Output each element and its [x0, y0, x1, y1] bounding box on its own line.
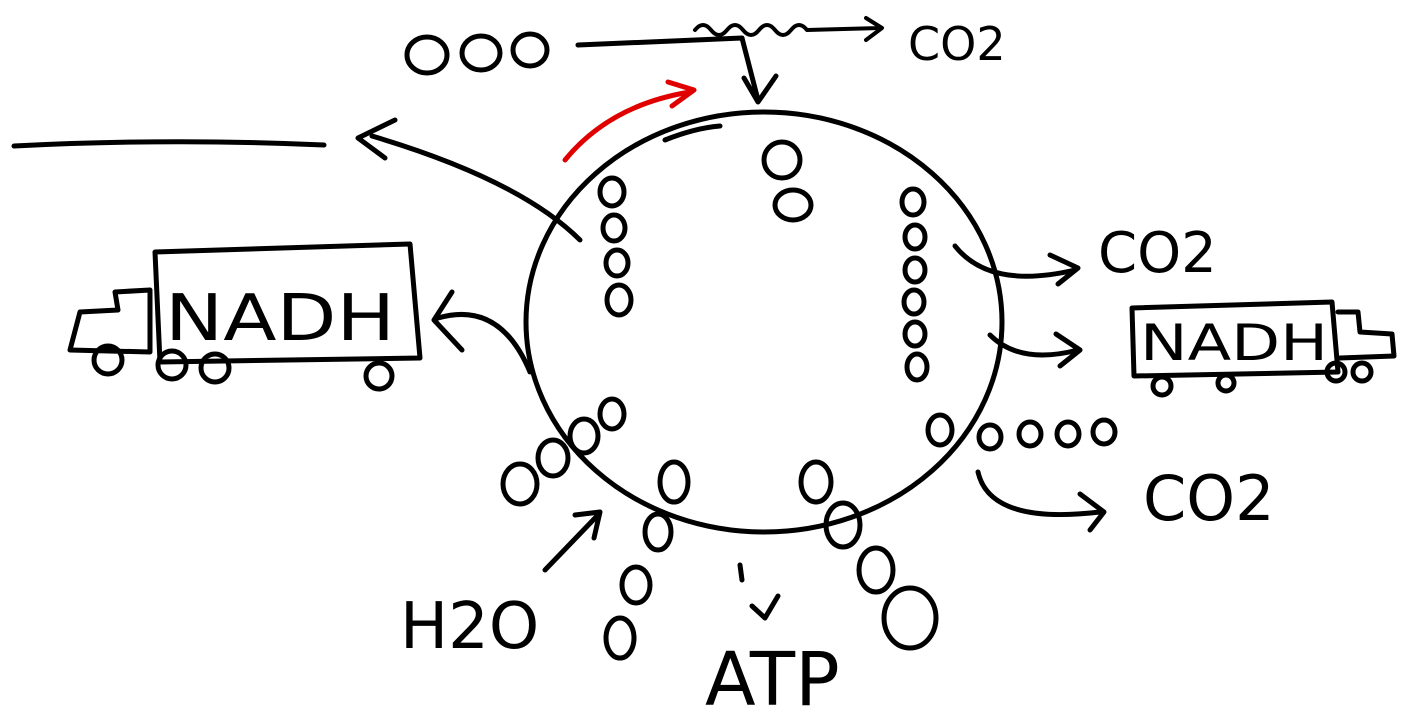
atp-label: ATP	[705, 637, 840, 723]
blank-answer-line	[11, 139, 327, 149]
arrow-to-co2-right-lower	[975, 469, 1107, 533]
left-four-carbon-chain	[597, 175, 634, 318]
co2-right-lower-label: CO2	[1143, 462, 1275, 535]
bottom-left-carbons	[500, 396, 627, 507]
co2-right-upper-label: CO2	[1098, 221, 1217, 286]
circle-top-arrow	[662, 123, 723, 143]
nadh-left-label: NADH	[165, 282, 395, 356]
bottom-right-carbons	[798, 459, 939, 651]
arrow-to-nadh-left	[431, 289, 533, 375]
arrow-to-blank	[355, 117, 583, 243]
truck-left-icon	[67, 241, 423, 392]
arrow-to-co2-right-upper	[952, 243, 1081, 287]
right-six-carbon-chain	[899, 186, 930, 383]
cycle-circle	[523, 109, 1005, 535]
co2-top-label: CO2	[908, 17, 1006, 71]
h2o-label: H2O	[400, 590, 539, 664]
arrow-to-nadh-right	[987, 331, 1083, 369]
top-input-arrow	[575, 35, 779, 105]
right-lower-carbons	[925, 412, 1118, 452]
top-two-carbons	[761, 139, 814, 223]
nadh-right-label: NADH	[1140, 314, 1328, 372]
arrow-to-atp	[737, 562, 781, 621]
top-three-carbons	[404, 31, 550, 76]
bottom-middle-carbons	[603, 459, 691, 661]
squiggle-arrow-to-co2-top	[693, 16, 884, 42]
red-cycle-direction-arrow	[562, 79, 697, 163]
arrow-from-h2o	[542, 509, 603, 573]
truck-right-icon	[1129, 299, 1397, 398]
